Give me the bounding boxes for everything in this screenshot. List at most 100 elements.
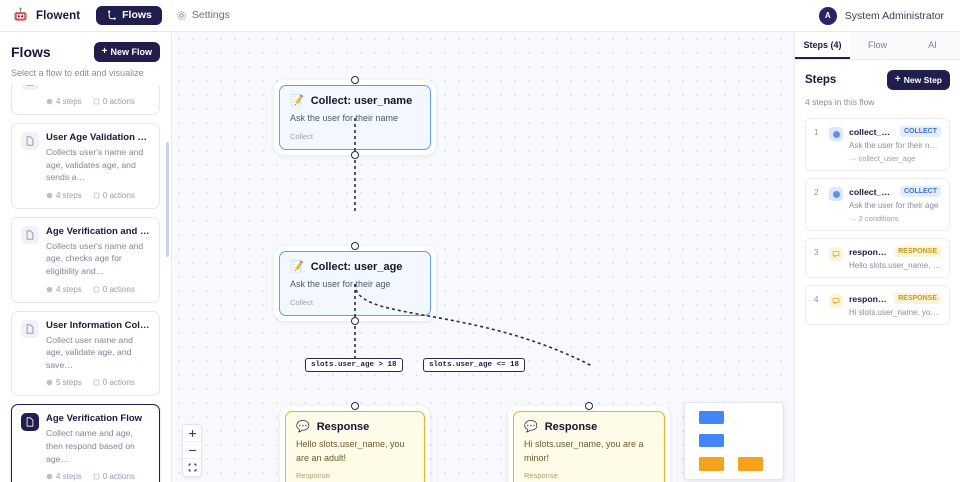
flow-steps-text: 4 steps xyxy=(56,284,82,294)
flow-list-inner: 4 steps 0 actions xyxy=(11,85,160,482)
node-handle-bottom[interactable] xyxy=(351,150,359,159)
flow-actions-meta: 0 actions xyxy=(93,285,135,294)
minimap-node xyxy=(699,457,724,471)
new-flow-button[interactable]: + New Flow xyxy=(93,42,160,62)
zoom-in-icon xyxy=(188,429,196,437)
panel-tabs: Steps (4) Flow AI xyxy=(795,32,960,60)
step-body: collect_use… COLLECT Ask the user for th… xyxy=(849,126,941,163)
flow-card-age-verification-flow[interactable]: Age Verification Flow Collect name and a… xyxy=(11,404,160,482)
flow-actions-text: 0 actions xyxy=(102,378,135,388)
fit-view-button[interactable] xyxy=(183,459,201,476)
document-icon xyxy=(21,85,39,90)
flow-canvas[interactable]: 📝 Collect: user_name Ask the user for th… xyxy=(172,32,794,482)
node-handle-top[interactable] xyxy=(351,242,359,250)
sidebar-scrollbar[interactable] xyxy=(166,142,169,257)
brand: Flowent xyxy=(12,7,80,24)
node-handle-bottom[interactable] xyxy=(351,316,359,325)
flow-steps-text: 4 steps xyxy=(56,190,82,200)
flow-card-partial[interactable]: 4 steps 0 actions xyxy=(11,85,160,115)
page-title: Flows xyxy=(11,44,51,60)
node-header: 📝 Collect: user_age xyxy=(290,261,420,273)
step-number: 4 xyxy=(814,295,819,304)
minimap-node xyxy=(699,434,724,447)
user-menu[interactable]: A System Administrator xyxy=(818,6,948,25)
step-desc: Ask the user for their name xyxy=(849,141,941,150)
step-link: → collect_user_age xyxy=(849,154,916,163)
node-response-minor[interactable]: 💬 Response Hi slots.user_name, you are a… xyxy=(508,402,670,482)
new-step-button[interactable]: + New Step xyxy=(886,70,950,90)
document-icon xyxy=(21,225,39,244)
robot-icon xyxy=(14,7,27,21)
node-card: 📝 Collect: user_age Ask the user for the… xyxy=(279,251,431,316)
zoom-in-button[interactable] xyxy=(183,425,201,442)
step-card-1[interactable]: 1 collect_use… COLLECT Ask the user for … xyxy=(805,118,950,171)
tab-flow[interactable]: Flow xyxy=(867,40,887,50)
node-card: 💬 Response Hello slots.user_name, you ar… xyxy=(285,411,425,482)
step-name: collect_use… xyxy=(849,186,895,197)
node-collect-user-name[interactable]: 📝 Collect: user_name Ask the user for th… xyxy=(274,76,436,159)
minimap-node xyxy=(738,457,763,471)
flow-card-top: Age Verification and Welco… Collects use… xyxy=(21,225,150,278)
edge-label-minor[interactable]: slots.user_age <= 18 xyxy=(423,358,526,372)
node-desc: Ask the user for their name xyxy=(290,113,399,123)
node-card: 📝 Collect: user_name Ask the user for th… xyxy=(279,85,431,150)
node-type: Collect xyxy=(290,131,313,141)
flow-card-meta: 5 steps 0 actions xyxy=(21,378,150,387)
node-response-adult[interactable]: 💬 Response Hello slots.user_name, you ar… xyxy=(280,402,430,482)
node-title: Response xyxy=(316,421,370,433)
flow-card-desc: Collects user's name and age, checks age… xyxy=(46,240,144,277)
edge-label-adult[interactable]: slots.user_age > 18 xyxy=(305,358,403,372)
node-type: Collect xyxy=(290,297,313,307)
tab-ai[interactable]: AI xyxy=(928,40,937,50)
avatar: A xyxy=(818,6,837,25)
steps-icon xyxy=(46,474,53,480)
flow-list[interactable]: 4 steps 0 actions xyxy=(0,85,171,482)
node-handle-top[interactable] xyxy=(585,402,593,410)
flow-actions-text: 0 actions xyxy=(102,190,135,200)
actions-icon xyxy=(93,286,100,292)
flow-card-age-verification-and-welcome[interactable]: Age Verification and Welco… Collects use… xyxy=(11,216,160,303)
flow-card-user-information-collection[interactable]: User Information Collection… Collect use… xyxy=(11,310,160,397)
step-card-2[interactable]: 2 collect_use… COLLECT Ask the user for … xyxy=(805,178,950,231)
nav-item-flows[interactable]: Flows xyxy=(96,6,162,25)
steps-panel: Steps (4) Flow AI Steps + New Step 4 ste… xyxy=(794,32,960,482)
steps-icon xyxy=(46,98,53,105)
flow-card-body: Age Verification and Welco… Collects use… xyxy=(46,226,150,278)
speech-bubble-icon xyxy=(829,294,843,308)
sidebar-subtitle: Select a flow to edit and visualize xyxy=(11,68,144,78)
actions-icon xyxy=(93,192,100,199)
steps-icon xyxy=(46,192,53,199)
nav-item-settings[interactable]: Settings xyxy=(166,6,240,25)
step-list[interactable]: 1 collect_use… COLLECT Ask the user for … xyxy=(795,114,960,332)
gear-icon xyxy=(177,11,186,20)
sidebar-title-row: Flows + New Flow xyxy=(11,42,160,62)
flow-actions-meta: 0 actions xyxy=(93,472,135,481)
node-handle-top[interactable] xyxy=(351,76,359,84)
step-desc: Hello slots.user_name, you … xyxy=(849,261,941,270)
flow-card-user-age-validation-flow[interactable]: User Age Validation Flow Collects user's… xyxy=(11,123,160,209)
node-title: Collect: user_name xyxy=(310,95,413,107)
step-name: collect_use… xyxy=(849,126,895,137)
step-card-3[interactable]: 3 response… RESPONSE Hello slots.user_na… xyxy=(805,238,950,278)
step-number: 2 xyxy=(814,188,819,197)
node-card: 💬 Response Hi slots.user_name, you are a… xyxy=(513,411,665,482)
flow-card-name: Age Verification Flow xyxy=(46,413,143,425)
node-type: Response xyxy=(524,471,558,480)
minimap[interactable] xyxy=(684,402,784,480)
node-collect-user-age[interactable]: 📝 Collect: user_age Ask the user for the… xyxy=(274,242,436,325)
zoom-out-button[interactable] xyxy=(183,442,201,459)
flow-actions-meta: 0 actions xyxy=(93,378,135,387)
node-handle-top[interactable] xyxy=(351,402,359,410)
flow-card-meta: 4 steps 0 actions xyxy=(21,285,150,294)
step-number: 1 xyxy=(814,128,819,137)
step-card-4[interactable]: 4 response… RESPONSE Hi slots.user_name,… xyxy=(805,285,950,325)
step-title-row: collect_use… COLLECT xyxy=(849,126,941,137)
speech-bubble-icon: 💬 xyxy=(524,420,538,433)
flow-steps-meta: 5 steps xyxy=(46,378,82,387)
tab-steps[interactable]: Steps (4) xyxy=(795,32,850,59)
plus-icon: + xyxy=(894,74,901,85)
node-title: Collect: user_age xyxy=(310,261,403,273)
steps-icon xyxy=(46,380,53,386)
status-badge: COLLECT xyxy=(899,186,941,197)
